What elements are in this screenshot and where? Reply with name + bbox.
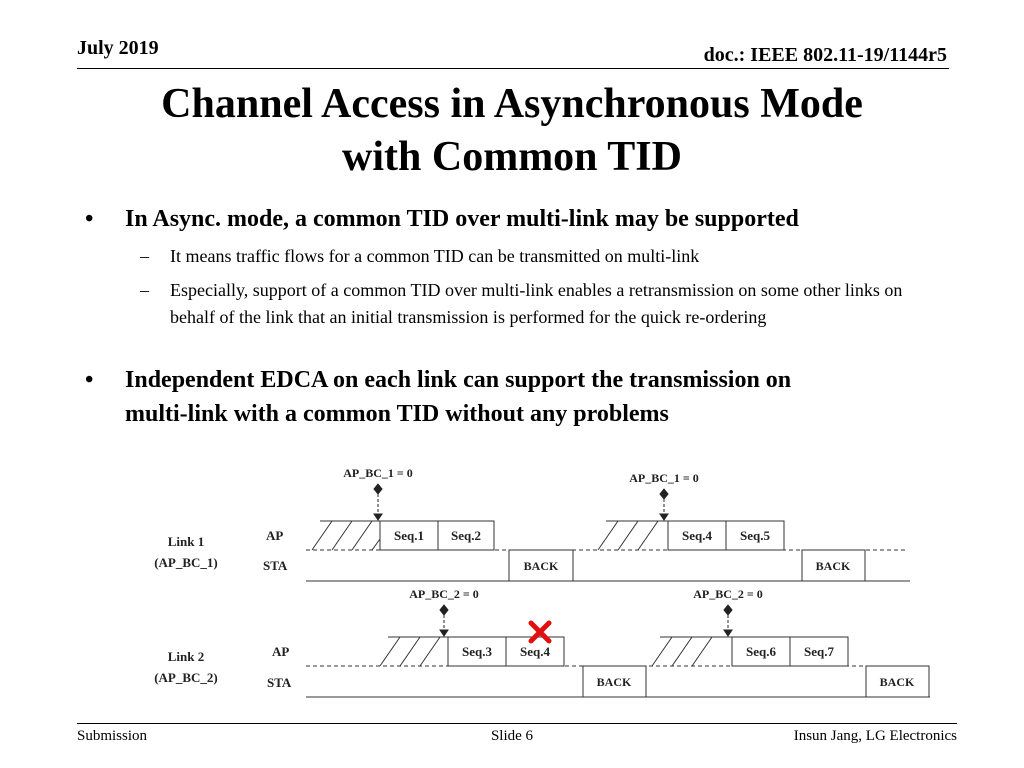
footer-slide-number: Slide 6 xyxy=(490,728,534,744)
link2-sta-label: STA xyxy=(267,675,292,690)
link1-name: Link 1 xyxy=(168,534,205,549)
frame-seq1 xyxy=(379,520,439,551)
link2-name: Link 2 xyxy=(168,649,205,664)
dash-marker: – xyxy=(140,280,149,300)
frame-back-link2-b xyxy=(865,665,930,698)
slide-title: Channel Access in Asynchronous Mode with… xyxy=(0,78,1024,183)
bullet-marker: • xyxy=(85,367,94,393)
frame-back-link1-a xyxy=(508,549,574,582)
seq7-label: Seq.7 xyxy=(804,644,834,659)
back-label-2a: BACK xyxy=(597,675,632,689)
back-label-1b: BACK xyxy=(816,559,851,573)
header-doc-id: doc.: IEEE 802.11-19/1144r5 xyxy=(703,44,947,66)
frame-back-link2-a xyxy=(582,665,647,698)
sub-bullet-2-text: Especially, support of a common TID over… xyxy=(170,280,903,327)
counter-1b-arrow xyxy=(659,488,669,521)
frame-seq6 xyxy=(731,636,791,667)
link2-bc: (AP_BC_2) xyxy=(154,670,218,685)
title-line-2: with Common TID xyxy=(342,133,682,180)
footer-author: Insun Jang, LG Electronics xyxy=(793,728,957,744)
link1-bc: (AP_BC_1) xyxy=(154,555,218,570)
seq2-label: Seq.2 xyxy=(451,528,481,543)
bullet-2-line-2: multi-link with a common TID without any… xyxy=(125,401,669,427)
counter-1b-label: AP_BC_1 = 0 xyxy=(629,471,699,485)
counter-2b-label: AP_BC_2 = 0 xyxy=(693,587,763,601)
link2-ap-label: AP xyxy=(272,644,289,659)
bullet-marker: • xyxy=(85,206,94,232)
link1-ap-label: AP xyxy=(266,528,283,543)
backoff-slots xyxy=(311,520,732,667)
seq4-failed-label: Seq.4 xyxy=(520,644,550,659)
multi-link-timing-diagram: Link 1 (AP_BC_1) AP STA Link 2 (AP_BC_2)… xyxy=(154,466,930,698)
seq4-label: Seq.4 xyxy=(682,528,712,543)
seq5-label: Seq.5 xyxy=(740,528,770,543)
title-line-1: Channel Access in Asynchronous Mode xyxy=(161,81,863,127)
counter-1a-arrow xyxy=(373,483,383,521)
seq1-label: Seq.1 xyxy=(394,528,424,543)
header-divider xyxy=(77,68,949,69)
footer-divider xyxy=(77,723,957,724)
frame-seq2 xyxy=(437,520,495,551)
frame-seq4-failed xyxy=(505,636,565,667)
link1-sta-label: STA xyxy=(263,558,288,573)
failure-x-icon xyxy=(528,620,552,644)
back-label-1a: BACK xyxy=(524,559,559,573)
counter-2a-label: AP_BC_2 = 0 xyxy=(409,587,479,601)
bullet-1-text: In Async. mode, a common TID over multi-… xyxy=(125,206,799,232)
bullet-2-line-1: Independent EDCA on each link can suppor… xyxy=(125,367,792,393)
seq6-label: Seq.6 xyxy=(746,644,776,659)
seq3-label: Seq.3 xyxy=(462,644,492,659)
frame-seq4 xyxy=(667,520,727,551)
counter-1a-label: AP_BC_1 = 0 xyxy=(343,466,413,480)
sub-bullet-1-text: It means traffic flows for a common TID … xyxy=(170,246,700,266)
frame-seq5 xyxy=(725,520,785,551)
counter-2b-arrow xyxy=(723,604,733,637)
counter-2a-arrow xyxy=(439,604,449,637)
frame-seq7 xyxy=(789,636,849,667)
frame-back-link1-b xyxy=(801,549,866,582)
header-date: July 2019 xyxy=(77,37,159,59)
dash-marker: – xyxy=(140,246,149,266)
back-label-2b: BACK xyxy=(880,675,915,689)
footer-submission: Submission xyxy=(77,728,148,744)
